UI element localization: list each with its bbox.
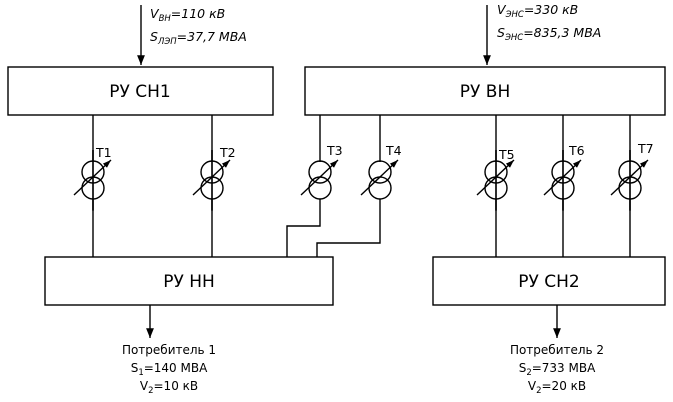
transformer-t4: T4 <box>316 115 402 257</box>
feed-left-power: SЛЭП=37,7 МВА <box>150 29 247 47</box>
feed-right-power: SЭНС=835,3 МВА <box>497 25 601 43</box>
transformer-t7: T7 <box>611 115 654 257</box>
feed-right-voltage: VЭНС=330 кВ <box>497 2 578 20</box>
svg-text:T6: T6 <box>568 143 585 158</box>
bus-ru-nn-label: РУ НН <box>163 272 215 292</box>
svg-text:T2: T2 <box>219 145 236 160</box>
consumer-1-name: Потребитель 1 <box>122 343 216 357</box>
consumer-2-name: Потребитель 2 <box>510 343 604 357</box>
consumer-1-voltage: V2=10 кВ <box>140 379 198 396</box>
feed-left-voltage: VВН=110 кВ <box>150 6 225 24</box>
bus-ru-vn <box>304 66 666 116</box>
svg-text:T7: T7 <box>637 141 654 156</box>
transformer-t3: T3 <box>286 115 343 257</box>
svg-text:T3: T3 <box>326 143 343 158</box>
consumer-2-power: S2=733 МВА <box>519 361 596 378</box>
svg-text:T4: T4 <box>385 143 402 158</box>
svg-text:T1: T1 <box>95 145 112 160</box>
transformer-t1: T1 <box>74 115 112 257</box>
bus-ru-vn-label: РУ ВН <box>460 82 510 102</box>
transformer-t2: T2 <box>193 115 236 257</box>
bus-ru-sn2-label: РУ СН2 <box>518 272 579 292</box>
bus-ru-sn2 <box>432 256 666 306</box>
consumer-1-power: S1=140 МВА <box>131 361 208 378</box>
bus-ru-nn <box>44 256 334 306</box>
transformer-t5: T5 <box>477 115 515 257</box>
bus-ru-sn1-label: РУ СН1 <box>109 82 170 102</box>
transformer-t6: T6 <box>544 115 585 257</box>
consumer-2-voltage: V2=20 кВ <box>528 379 586 396</box>
bus-ru-sn1 <box>7 66 274 116</box>
svg-text:T5: T5 <box>498 147 515 162</box>
